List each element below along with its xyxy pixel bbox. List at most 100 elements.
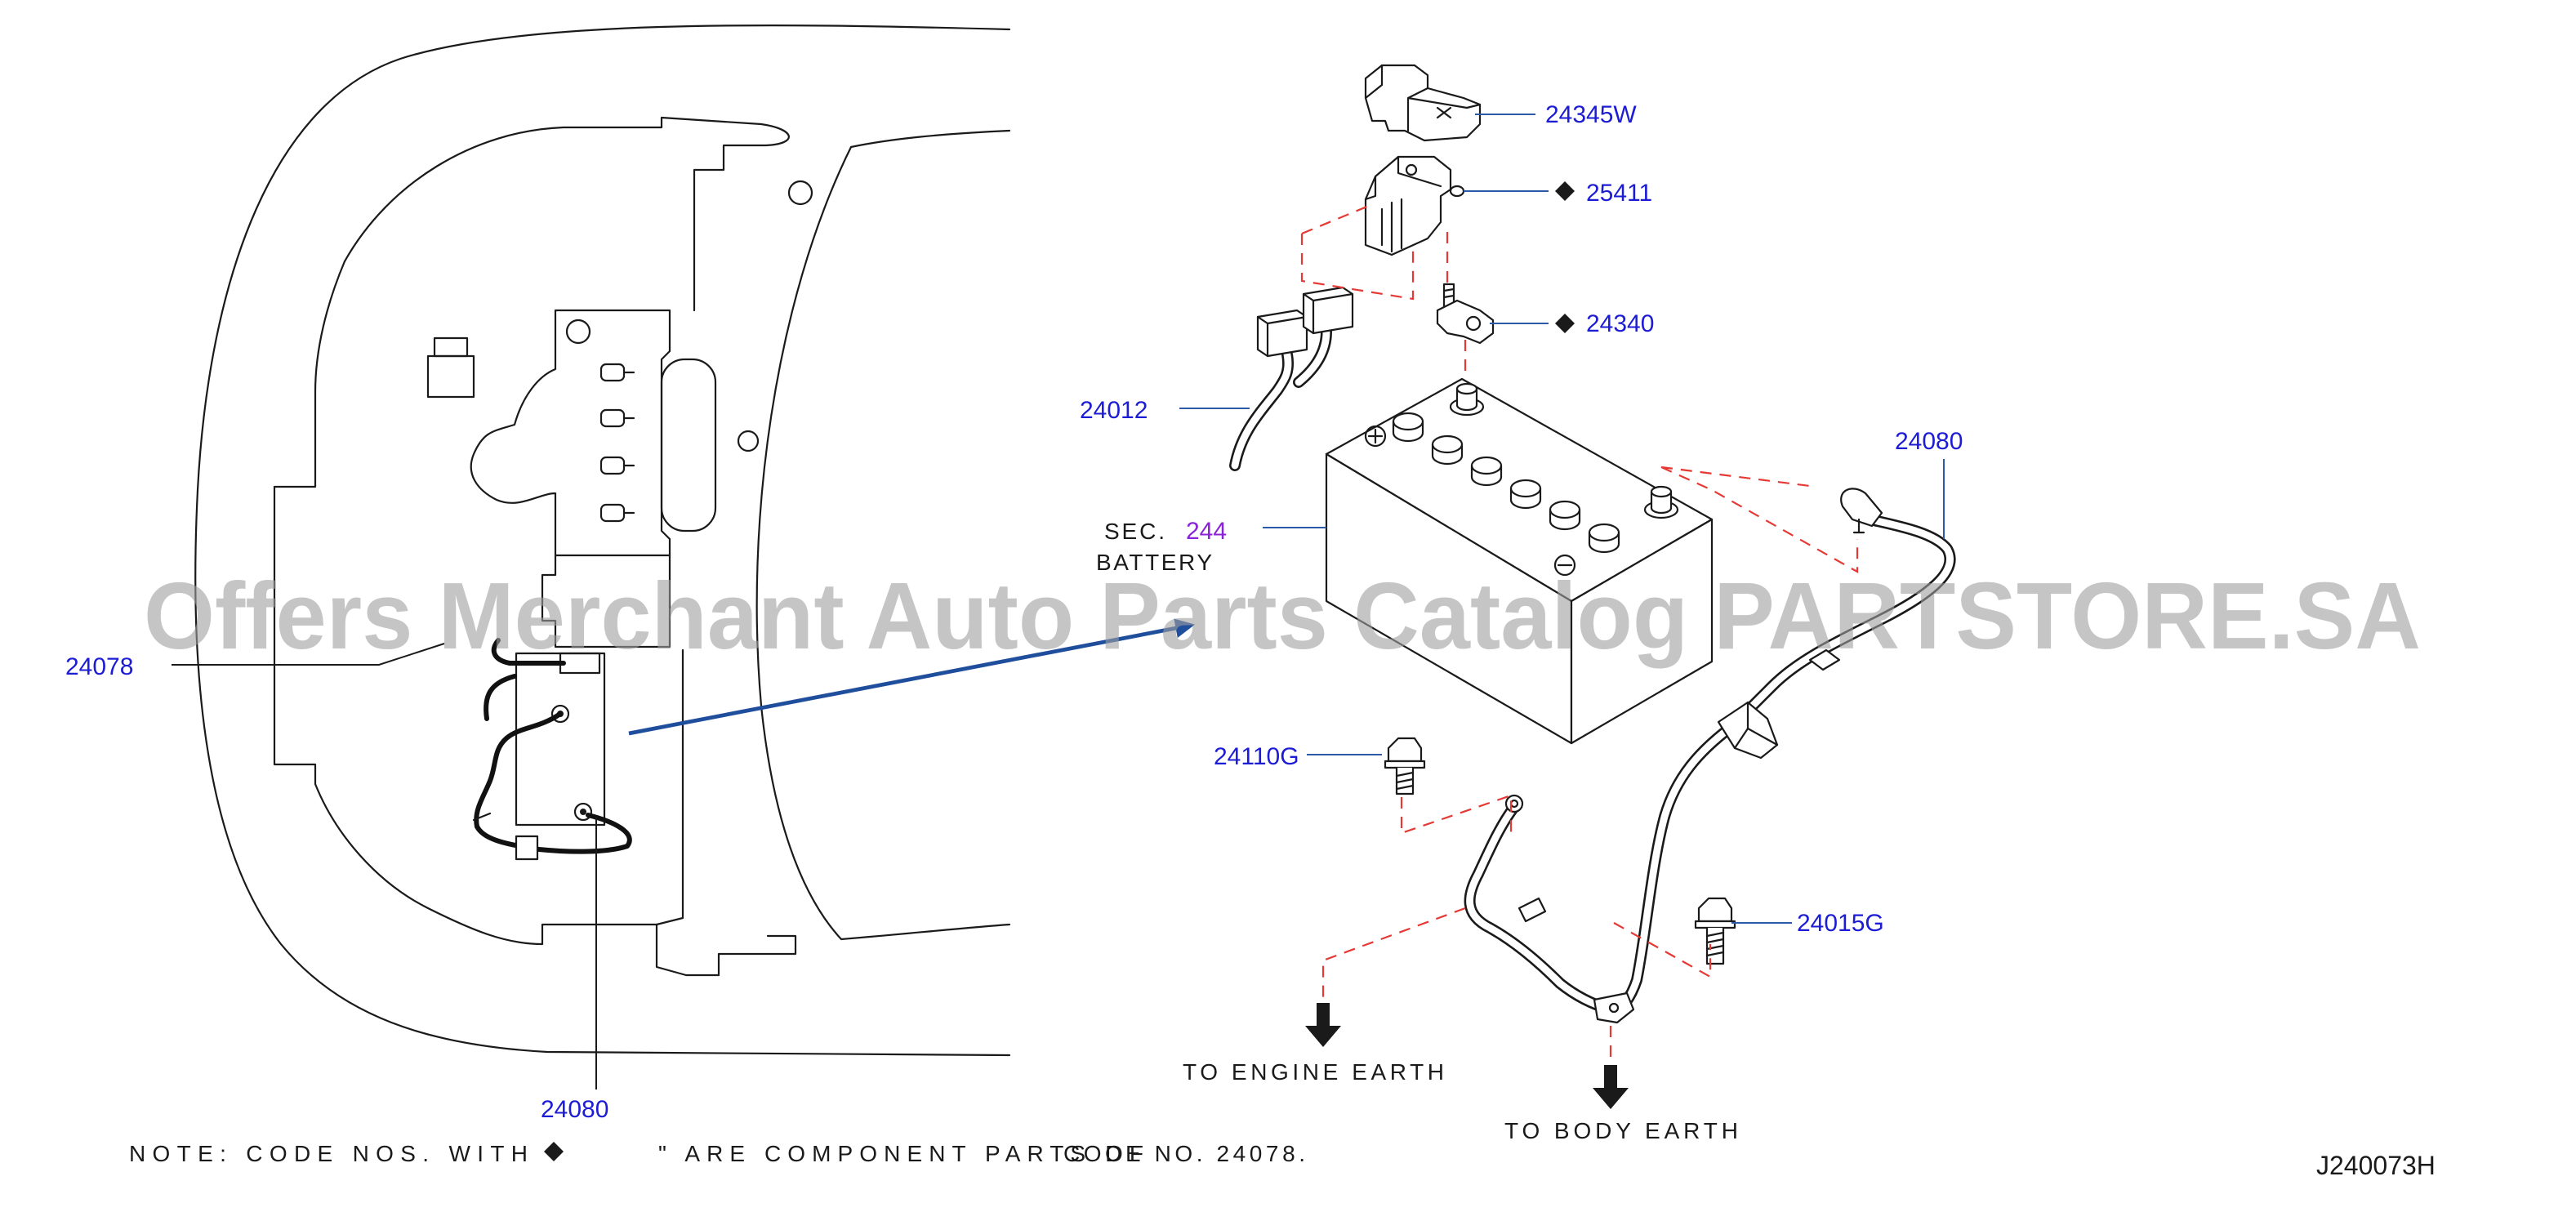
negative-cable-terminal [1840,488,1883,528]
battery-name-label: BATTERY [1096,550,1212,575]
sub-cable-branch-fill [1295,328,1330,386]
terminal-cover-mark [1436,106,1452,119]
callout-terminal-clamp: 25411 [1586,180,1652,207]
minus-mark-icon [1553,554,1576,577]
harness-cable-bottom [475,813,632,854]
down-arrow-icon [1305,1003,1341,1047]
engine-earth-cable-wire-fill [1466,803,1615,1014]
reservoir-component [426,336,475,399]
vent-cap-top [1470,456,1503,475]
vent-cap-top [1588,523,1620,542]
terminal-cover-edges [1364,64,1482,132]
cylinder-plug [599,408,626,428]
callout-sub-cable: 24012 [1080,397,1148,424]
terminal-clamp-edges [1364,155,1442,201]
engine-block [470,309,671,557]
vent-cap-top [1549,500,1581,519]
diagram-code: J240073H [2316,1151,2436,1180]
callout-terminal-cover: 24345W [1545,101,1637,128]
battery-post-positive [1449,382,1485,417]
battery-terminal-negative [573,802,593,822]
assembly-line-negative-terminal [1660,466,1859,573]
exploded-view [1179,64,1956,1109]
negative-cable-sleeve [1808,648,1841,671]
vehicle-body-outline [194,25,1011,1057]
terminal-stud [1442,283,1455,309]
terminal-nut-hole [1465,315,1482,332]
body-hole [737,430,760,452]
terminal-bolt [580,809,586,815]
reservoir-body [426,354,475,399]
engine-bay-inner-line [655,648,684,926]
bolt-engine-earth [1384,737,1426,795]
diamond-marker-icon [544,1142,564,1161]
vent-cap-top [1392,412,1424,431]
diamond-marker-icon [1555,314,1575,333]
engine [470,309,717,648]
battery-post-negative [1643,485,1679,519]
bolt-head [1387,737,1423,763]
terminal-cover-part [1364,64,1482,142]
engine-earth-ring-terminal [1504,794,1524,813]
callout-battery-cable-left: 24080 [541,1096,608,1123]
terminal-clamp-ribs [1380,198,1403,253]
sub-cable-connector [1256,309,1308,358]
vehicle-overview [172,25,1196,1089]
assembly-guide-lines [1300,204,1859,1062]
bolt-washer [1384,760,1426,769]
terminal-clamp-body [1364,155,1452,256]
terminal-nut-body [1436,299,1495,345]
battery-side-face [1570,518,1714,745]
watermark-text: Offers Merchant Auto Parts Catalog PARTS… [144,563,2421,669]
engine-earth-cable-sleeve [1518,897,1547,923]
battery-terminal-positive [550,704,570,724]
reservoir-cap [433,336,469,358]
sub-cable-wire-fill [1231,350,1292,470]
negative-cable-clip-edges [1733,701,1779,750]
air-intake-duct [660,358,717,532]
harness-cable-top [491,638,566,666]
down-arrow-icon [1593,1065,1629,1109]
harness-cable-left [484,674,517,721]
diamond-marker-icon [1555,181,1575,201]
battery-location [472,638,632,861]
cylinder-plug [599,503,626,523]
vent-cap-top [1509,479,1542,498]
sub-cable-connector-edges [1256,315,1308,358]
bolt-head [1697,897,1733,923]
terminal-clamp-screw [1405,163,1418,176]
callout-bolt-engine: 24110G [1214,743,1299,770]
plug-leads [622,371,635,515]
harness-clip [515,835,539,861]
harness-connector [472,812,492,822]
bolt-thread [1395,771,1415,791]
callout-terminal-nut: 24340 [1586,310,1654,337]
battery-vent-caps [1392,412,1620,554]
sub-cable-part [1229,286,1354,471]
cylinder-plug [599,456,626,475]
battery [1325,377,1714,745]
harness-leader-line [172,643,445,666]
assembly-line-engine-earth [1321,907,1466,1000]
plus-mark-icon [1364,425,1387,448]
ring-terminal-hole [1608,1002,1620,1014]
battery-section-prefix: SEC. [1104,519,1165,544]
engine-bay-outline-side [273,260,797,977]
negative-cable-wire-fill [1610,515,1954,1017]
engine-earth-label: TO ENGINE EARTH [1183,1059,1444,1085]
terminal-clamp-bolt-hole [1449,185,1465,198]
bolt-washer [1694,920,1736,929]
engine-earth-cable [1464,794,1635,1024]
callout-leader-lines [1179,114,1945,924]
terminal-clamp-part [1364,155,1465,256]
bolt-body-earth [1694,897,1736,965]
footnote: NOTE: CODE NOS. WITH " ARE COMPONENT PAR… [129,1141,1305,1166]
harness-cable-positive [474,711,563,829]
body-earth-ring-terminal [1593,991,1635,1024]
transmission-block [541,554,671,648]
assembly-line-connector [1300,204,1415,301]
callout-harness: 24078 [65,653,133,680]
sub-cable-connector-edges [1302,292,1354,335]
callout-labels: 24345W 25411 24340 24012 24080 SEC. 244 … [65,101,1963,1143]
